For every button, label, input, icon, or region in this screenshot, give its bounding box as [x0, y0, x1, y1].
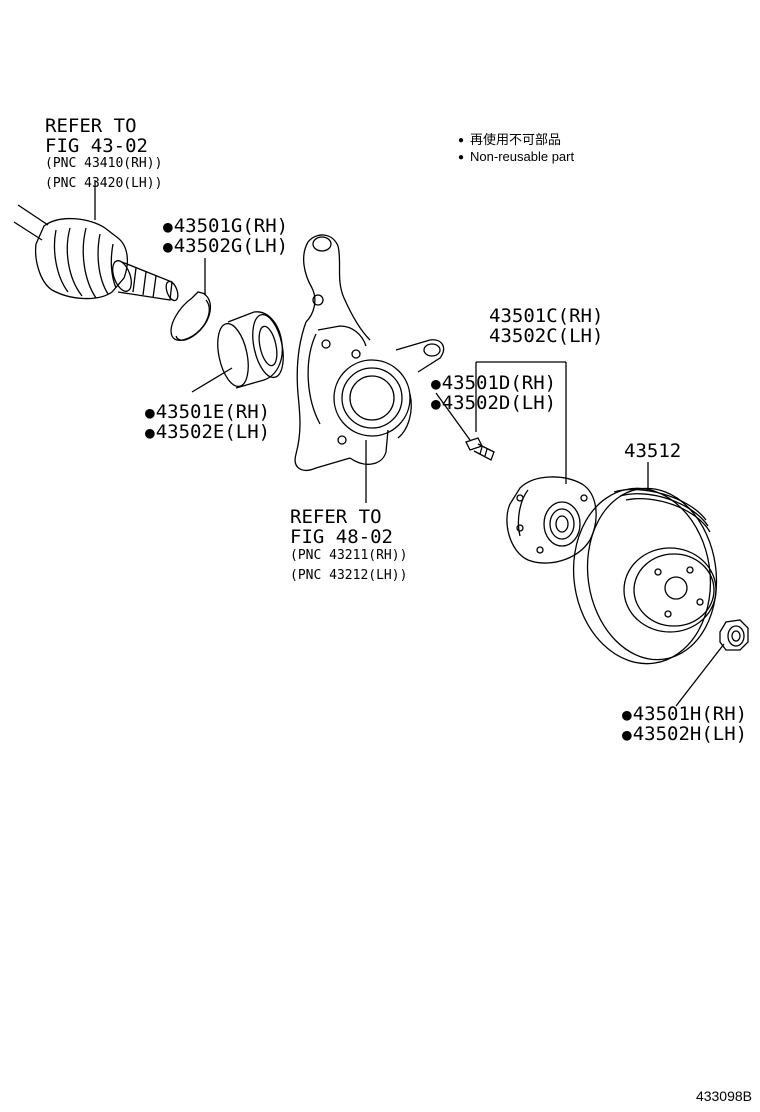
bearing-lh: 43502E(LH) [145, 422, 270, 443]
steering-knuckle-part [295, 235, 444, 470]
disc-part-number: 43512 [624, 440, 682, 462]
snap-ring-lh: 43502G(LH) [163, 236, 288, 257]
leader-hub-nut [676, 644, 724, 706]
knuckle-pnc-lh: (PNC 43212(LH)) [290, 568, 408, 583]
snap-ring-part [171, 292, 210, 340]
legend-jp: 再使用不可部品 [458, 131, 561, 150]
hub-rh: 43501C(RH) [489, 305, 604, 327]
drive-shaft-pnc-lh: (PNC 43420(LH)) [45, 176, 163, 191]
hub-nut-rh: 43501H(RH) [622, 704, 747, 725]
legend-en: Non-reusable part [458, 148, 574, 167]
hub-bolt-lh: 43502D(LH) [431, 393, 556, 414]
hub-bolt-part [466, 438, 494, 460]
knuckle-fig: FIG 48-02 [290, 526, 393, 548]
wheel-hub-part [507, 477, 596, 563]
drive-shaft-refer: REFER TO [45, 115, 137, 137]
bearing-part [213, 312, 289, 389]
hub-lh: 43502C(LH) [489, 325, 604, 347]
snap-ring-rh: 43501G(RH) [163, 216, 288, 237]
drive-shaft-pnc-rh: (PNC 43410(RH)) [45, 156, 163, 171]
drive-shaft-fig: FIG 43-02 [45, 135, 148, 157]
leader-bearing [192, 368, 232, 392]
hub-nut-part [720, 620, 748, 650]
knuckle-refer: REFER TO [290, 506, 382, 528]
bearing-rh: 43501E(RH) [145, 402, 270, 423]
hub-bolt-rh: 43501D(RH) [431, 373, 556, 394]
drive-shaft-part [14, 205, 180, 302]
figure-number: 433098B [695, 1088, 752, 1104]
knuckle-pnc-rh: (PNC 43211(RH)) [290, 548, 408, 563]
brake-disc-part [562, 479, 727, 672]
hub-nut-lh: 43502H(LH) [622, 724, 747, 745]
